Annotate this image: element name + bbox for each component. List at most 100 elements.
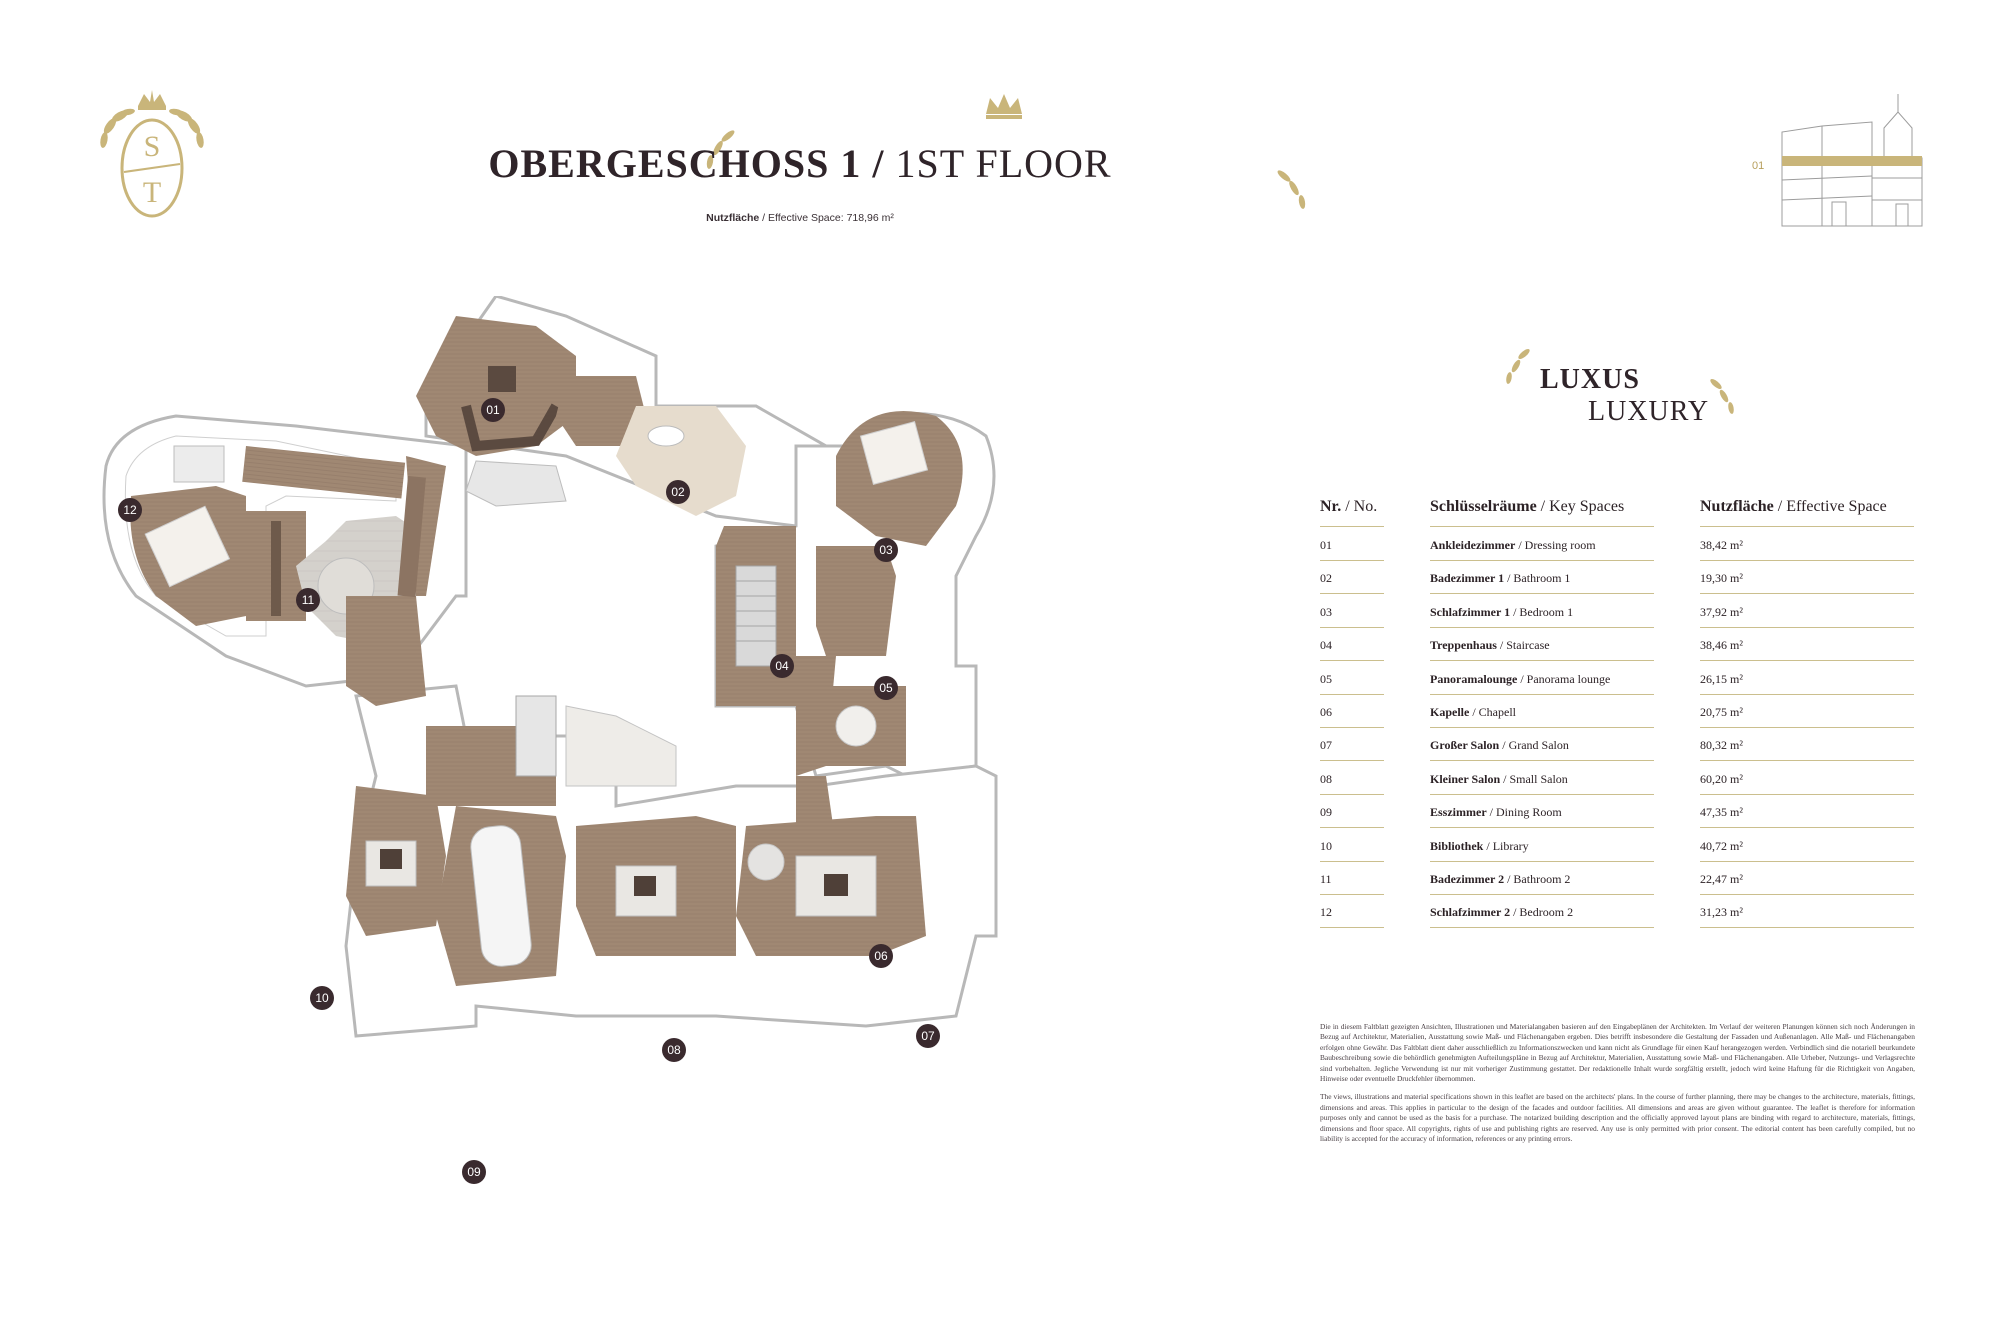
room-badge-05[interactable]: 05 <box>874 676 898 700</box>
room-badge-06[interactable]: 06 <box>869 944 893 968</box>
room-badge-02[interactable]: 02 <box>666 480 690 504</box>
room-badges: 01 02 03 04 05 06 07 08 09 10 11 12 <box>118 398 940 1184</box>
svg-text:03: 03 <box>879 543 893 557</box>
room-badge-09[interactable]: 09 <box>462 1160 486 1184</box>
cell-key-space: Kapelle / Chapell <box>1430 705 1516 719</box>
table-row: 09 Esszimmer / Dining Room 47,35 m² <box>1320 795 1920 829</box>
table-row: 03 Schlafzimmer 1 / Bedroom 1 37,92 m² <box>1320 595 1920 628</box>
cell-key-space: Ankleidezimmer / Dressing room <box>1430 538 1596 552</box>
stair-west <box>173 445 225 483</box>
cell-key-space: Schlafzimmer 2 / Bedroom 2 <box>1430 905 1574 920</box>
cell-nr: 03 <box>1320 604 1332 619</box>
svg-text:11: 11 <box>302 593 315 607</box>
cell-key-space: Badezimmer 2 / Bathroom 2 <box>1430 872 1571 886</box>
stair-south <box>515 695 557 777</box>
cell-key-space: Schlafzimmer 1 / Bedroom 1 <box>1430 604 1574 619</box>
cell-nr: 01 <box>1320 538 1332 552</box>
svg-text:09: 09 <box>467 1165 481 1179</box>
room-01-annex <box>556 376 646 446</box>
column-header-key-spaces: Schlüsselräume / Key Spaces <box>1430 498 1625 515</box>
cell-key-space: Großer Salon / Grand Salon <box>1430 738 1569 753</box>
table-row: 04 Treppenhaus / Staircase 38,46 m² <box>1320 628 1920 662</box>
cell-area: 38,42 m² <box>1700 538 1743 552</box>
corridor-north-west <box>242 446 406 499</box>
leaf-ornament-luxury-left-icon <box>1506 349 1530 384</box>
cell-nr: 12 <box>1320 905 1332 920</box>
cell-area: 40,72 m² <box>1700 838 1743 853</box>
leaf-ornament-right-icon <box>1277 170 1306 209</box>
svg-text:12: 12 <box>123 503 137 517</box>
floor-plan: 01 02 03 04 05 06 07 08 09 10 11 12 <box>102 296 998 1184</box>
page-title: OBERGESCHOSS 1 / 1ST FLOOR <box>488 141 1112 186</box>
svg-text:07: 07 <box>921 1029 935 1043</box>
cell-nr: 04 <box>1320 638 1332 653</box>
disclaimer-german: Die in diesem Faltblatt gezeigten Ansich… <box>1320 1022 1915 1084</box>
room-badge-12[interactable]: 12 <box>118 498 142 522</box>
cell-key-space: Panoramalounge / Panorama lounge <box>1430 671 1611 686</box>
cell-nr: 08 <box>1320 771 1332 786</box>
svg-text:S: S <box>144 130 161 163</box>
dining-table <box>470 825 532 967</box>
cell-key-space: Esszimmer / Dining Room <box>1430 805 1562 820</box>
room-badge-03[interactable]: 03 <box>874 538 898 562</box>
room-badge-11[interactable]: 11 <box>296 588 320 612</box>
leaf-ornament-left-icon <box>706 130 735 169</box>
brand-logo: S T <box>92 88 212 228</box>
room-badge-07[interactable]: 07 <box>916 1024 940 1048</box>
table-row: 06 Kapelle / Chapell 20,75 m² <box>1320 695 1920 728</box>
section-heading-luxury: LUXURY <box>1588 396 1710 427</box>
legal-disclaimer: Die in diesem Faltblatt gezeigten Ansich… <box>1320 1022 1915 1152</box>
floor-indicator-label: 01 <box>1752 160 1765 172</box>
cell-area: 80,32 m² <box>1700 738 1743 753</box>
svg-text:04: 04 <box>775 659 789 673</box>
dressing-island <box>488 366 516 392</box>
room-03-bed <box>859 420 929 486</box>
disclaimer-english: The views, illustrations and material sp… <box>1320 1092 1915 1144</box>
svg-text:05: 05 <box>879 681 893 695</box>
cell-key-space: Treppenhaus / Staircase <box>1430 638 1550 653</box>
cell-nr: 09 <box>1320 805 1332 820</box>
cell-nr: 06 <box>1320 705 1332 719</box>
table-row: 02 Badezimmer 1 / Bathroom 1 19,30 m² <box>1320 561 1920 595</box>
crest-logo-icon: S T <box>100 90 204 218</box>
cell-area: 38,46 m² <box>1700 638 1743 653</box>
svg-text:10: 10 <box>315 991 329 1005</box>
room-badge-10[interactable]: 10 <box>310 986 334 1010</box>
room-badge-04[interactable]: 04 <box>770 654 794 678</box>
column-header-effective-space: Nutzfläche / Effective Space <box>1700 498 1887 515</box>
cell-area: 31,23 m² <box>1700 905 1743 920</box>
cell-key-space: Kleiner Salon / Small Salon <box>1430 771 1568 786</box>
effective-space-subtitle: Nutzfläche / Effective Space: 718,96 m² <box>706 212 894 224</box>
table-row: 08 Kleiner Salon / Small Salon 60,20 m² <box>1320 762 1920 795</box>
cell-key-space: Badezimmer 1 / Bathroom 1 <box>1430 571 1571 586</box>
cell-nr: 10 <box>1320 838 1332 853</box>
room-12-bed <box>144 505 231 588</box>
room-05-floor <box>816 546 896 656</box>
cell-nr: 05 <box>1320 671 1332 686</box>
cell-area: 22,47 m² <box>1700 872 1743 886</box>
cell-nr: 07 <box>1320 738 1332 753</box>
building-elevation-icon <box>1781 94 1923 227</box>
cell-area: 37,92 m² <box>1700 604 1743 619</box>
room-badge-01[interactable]: 01 <box>481 398 505 422</box>
svg-text:08: 08 <box>667 1043 681 1057</box>
table-row: 05 Panoramalounge / Panorama lounge 26,15 … <box>1320 662 1920 695</box>
column-header-nr: Nr. / No. <box>1320 498 1378 515</box>
corridor-west-vertical <box>346 596 426 706</box>
section-heading-luxus: LUXUS <box>1540 364 1640 395</box>
cell-area: 20,75 m² <box>1700 705 1743 719</box>
courtyard-terrace <box>565 705 677 787</box>
cell-area: 19,30 m² <box>1700 571 1743 586</box>
svg-text:01: 01 <box>486 403 500 417</box>
cell-area: 47,35 m² <box>1700 805 1743 820</box>
cell-nr: 02 <box>1320 571 1332 586</box>
table-row: 12 Schlafzimmer 2 / Bedroom 2 31,23 m² <box>1320 895 1920 929</box>
table-row: 07 Großer Salon / Grand Salon 80,32 m² <box>1320 728 1920 762</box>
cell-area: 60,20 m² <box>1700 771 1743 786</box>
staircase-04 <box>735 565 777 667</box>
cell-area: 26,15 m² <box>1700 671 1743 686</box>
crown-ornament-icon <box>986 94 1022 119</box>
room-badge-08[interactable]: 08 <box>662 1038 686 1062</box>
